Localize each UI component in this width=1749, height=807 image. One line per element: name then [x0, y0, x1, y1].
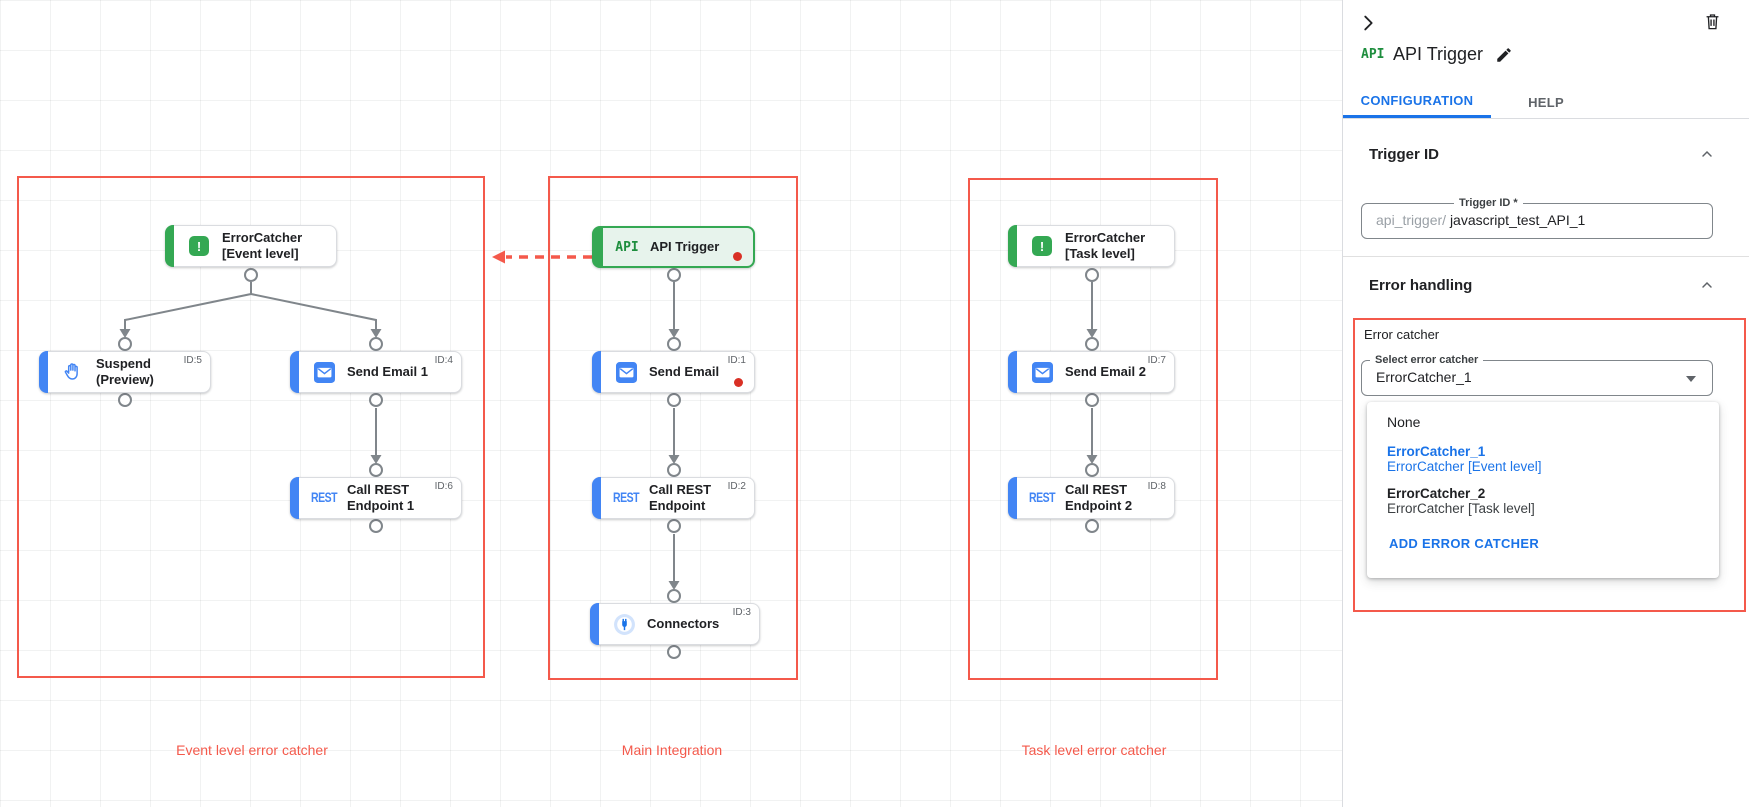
node-stripe [165, 225, 174, 267]
trigger-id-value: javascript_test_API_1 [1449, 212, 1586, 228]
error-dot [734, 378, 743, 387]
node-stripe [592, 477, 601, 519]
node-send-email-2[interactable]: Send Email 2 ID:7 [1008, 351, 1175, 393]
node-stripe [1008, 225, 1017, 267]
task-id-badge: ID:3 [732, 607, 751, 618]
hand-icon [60, 361, 86, 383]
error-catcher-icon: ! [186, 236, 212, 256]
select-error-catcher-label: Select error catcher [1370, 354, 1484, 366]
group-caption-task-level: Task level error catcher [1021, 742, 1167, 758]
error-catcher-annotation-box [1353, 318, 1746, 612]
node-errorcatcher-task-level[interactable]: ! ErrorCatcher[Task level] [1008, 225, 1175, 267]
error-handling-heading: Error handling [1369, 277, 1473, 294]
node-errorcatcher-event-level[interactable]: ! ErrorCatcher[Event level] [165, 225, 337, 267]
add-error-catcher-button[interactable]: ADD ERROR CATCHER [1389, 536, 1540, 551]
option-errorcatcher-2[interactable]: ErrorCatcher_2 ErrorCatcher [Task level] [1387, 486, 1535, 516]
node-suspend-preview[interactable]: Suspend(Preview) ID:5 [39, 351, 211, 393]
delete-trigger-trash-icon[interactable] [1703, 11, 1722, 37]
trigger-id-field-label: Trigger ID * [1454, 197, 1523, 209]
error-dot [733, 252, 742, 261]
task-id-badge: ID:6 [434, 481, 453, 492]
task-id-badge: ID:8 [1147, 481, 1166, 492]
group-box-event-level [17, 176, 485, 678]
node-send-email[interactable]: Send Email ID:1 [592, 351, 755, 393]
task-id-badge: ID:1 [727, 355, 746, 366]
task-id-badge: ID:4 [434, 355, 453, 366]
collapse-section-chevron-up-icon[interactable] [1699, 277, 1715, 298]
node-api-trigger[interactable]: API API Trigger [592, 226, 755, 268]
rest-icon: REST [311, 489, 338, 507]
rest-icon: REST [1029, 489, 1056, 507]
config-panel: API API Trigger CONFIGURATION HELP Trigg… [1342, 0, 1749, 807]
task-id-badge: ID:2 [727, 481, 746, 492]
node-stripe [290, 351, 299, 393]
trigger-id-heading: Trigger ID [1369, 146, 1440, 163]
mail-icon [1029, 361, 1055, 383]
error-catcher-options-menu: None ErrorCatcher_1 ErrorCatcher [Event … [1367, 402, 1719, 578]
trigger-id-input[interactable]: Trigger ID * api_trigger/ javascript_tes… [1361, 197, 1713, 239]
panel-title: API Trigger [1393, 44, 1484, 64]
select-error-catcher-dropdown[interactable]: Select error catcher ErrorCatcher_1 [1361, 354, 1713, 396]
selected-error-catcher: ErrorCatcher_1 [1376, 369, 1472, 385]
task-id-badge: ID:7 [1147, 355, 1166, 366]
group-box-task-level [968, 178, 1218, 680]
api-icon: API [615, 239, 639, 255]
tab-help[interactable]: HELP [1528, 94, 1564, 110]
tab-configuration[interactable]: CONFIGURATION [1343, 86, 1491, 118]
dropdown-caret-icon [1686, 376, 1696, 382]
group-box-main-integration [548, 176, 798, 680]
node-stripe [290, 477, 299, 519]
error-catcher-label: Error catcher [1364, 327, 1440, 342]
task-id-badge: ID:5 [183, 355, 202, 366]
group-caption-event-level: Event level error catcher [176, 742, 328, 758]
node-stripe [593, 227, 603, 267]
api-trigger-logo-icon: API [1361, 47, 1385, 62]
node-send-email-1[interactable]: Send Email 1 ID:4 [290, 351, 462, 393]
node-stripe [592, 351, 601, 393]
mail-icon [613, 361, 639, 383]
node-connectors[interactable]: Connectors ID:3 [590, 603, 760, 645]
mail-icon [311, 361, 337, 383]
error-catcher-icon: ! [1029, 236, 1055, 256]
option-none[interactable]: None [1387, 414, 1421, 430]
group-caption-main-integration: Main Integration [621, 742, 723, 758]
trigger-id-prefix: api_trigger/ [1376, 212, 1447, 228]
collapse-section-chevron-up-icon[interactable] [1699, 146, 1715, 167]
node-stripe [1008, 477, 1017, 519]
collapse-panel-chevron-right-icon[interactable] [1357, 12, 1379, 39]
rest-icon: REST [613, 489, 640, 507]
connectors-plug-icon [611, 613, 637, 636]
node-stripe [590, 603, 599, 645]
option-errorcatcher-1[interactable]: ErrorCatcher_1 ErrorCatcher [Event level… [1387, 444, 1542, 474]
edit-title-pencil-icon[interactable] [1495, 46, 1513, 69]
node-stripe [1008, 351, 1017, 393]
section-divider [1343, 256, 1749, 257]
node-stripe [39, 351, 48, 393]
panel-tabs: CONFIGURATION HELP [1343, 86, 1749, 119]
